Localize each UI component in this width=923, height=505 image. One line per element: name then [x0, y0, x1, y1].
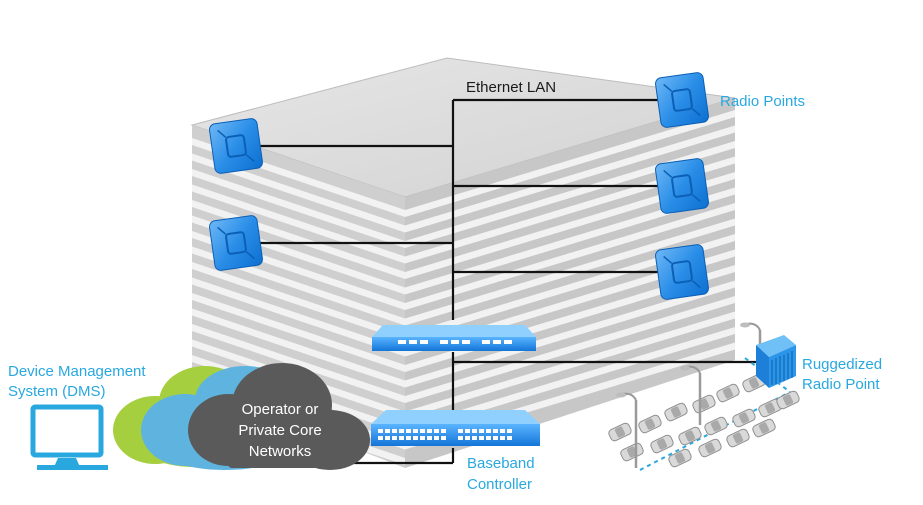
cloud-icon [113, 363, 370, 470]
switch-ports [398, 340, 512, 344]
car-icon [716, 383, 740, 403]
monitor-icon [30, 404, 108, 470]
radio-point-icon [655, 244, 709, 300]
street-light-icon [616, 392, 638, 468]
car-icon [752, 418, 776, 438]
floor-stripe-left [192, 277, 405, 357]
dms-label-line2: System (DMS) [8, 383, 106, 400]
ruggedized-label-line1: Ruggedized [802, 356, 883, 373]
floor-stripe-right [405, 203, 735, 310]
radio-point-icon [209, 118, 263, 174]
car-icon [726, 428, 750, 448]
ruggedized-radio-point-icon [756, 335, 796, 388]
floor-stripe-right [405, 141, 735, 248]
street-light-icon [680, 365, 702, 425]
radio-points-label: Radio Points [720, 93, 806, 110]
cars [608, 373, 800, 468]
floor-stripe-left [192, 262, 405, 341]
radio-point-icon [209, 215, 263, 271]
core-label-line3: Networks [248, 443, 312, 460]
car-icon [620, 442, 644, 462]
ruggedized-label-line2: Radio Point [802, 376, 880, 393]
cloud-dark [188, 363, 370, 470]
outdoor-area [608, 322, 800, 471]
car-icon [776, 390, 800, 410]
floor-stripe-right [405, 296, 735, 403]
switch-icon [372, 325, 536, 351]
core-label-line2: Private Core [238, 422, 322, 439]
car-icon [698, 438, 722, 458]
radio-point-icon [655, 72, 709, 128]
baseband-label-line1: Baseband [467, 455, 535, 472]
floor-stripe-right [405, 234, 735, 341]
floor-stripe-right [405, 327, 735, 434]
floor-stripe-left [192, 324, 405, 403]
baseband-ports [378, 429, 512, 440]
car-icon [678, 426, 702, 446]
floor-stripe-right [405, 311, 735, 419]
floor-stripe-left [192, 293, 405, 372]
floor-stripe-right [405, 125, 735, 233]
floor-stripe-left [192, 153, 405, 233]
floor-stripe-right [405, 187, 735, 295]
car-icon [650, 434, 674, 454]
ethernet-lan-label: Ethernet LAN [466, 79, 557, 96]
car-icon [732, 408, 756, 428]
dms-label-line1: Device Management [8, 363, 146, 380]
car-icon [668, 448, 692, 468]
car-icon [704, 416, 728, 436]
baseband-label-line2: Controller [467, 476, 533, 493]
radio-point-icon [655, 158, 709, 214]
core-label-line1: Operator or [241, 401, 319, 418]
car-icon [664, 402, 688, 422]
ethernet-lan-lines [240, 98, 775, 465]
floor-stripe-left [192, 308, 405, 388]
floor-stripe-right [405, 110, 735, 217]
floor-stripe-left [192, 169, 405, 248]
floor-stripe-right [405, 172, 735, 279]
street-lights [616, 322, 762, 468]
car-icon [692, 394, 716, 414]
car-icon [608, 422, 632, 442]
radio-points [209, 72, 709, 300]
floor-stripe-right [405, 280, 735, 388]
baseband-controller-icon [371, 410, 540, 446]
floor-stripe-right [405, 156, 735, 264]
car-icon [638, 414, 662, 434]
